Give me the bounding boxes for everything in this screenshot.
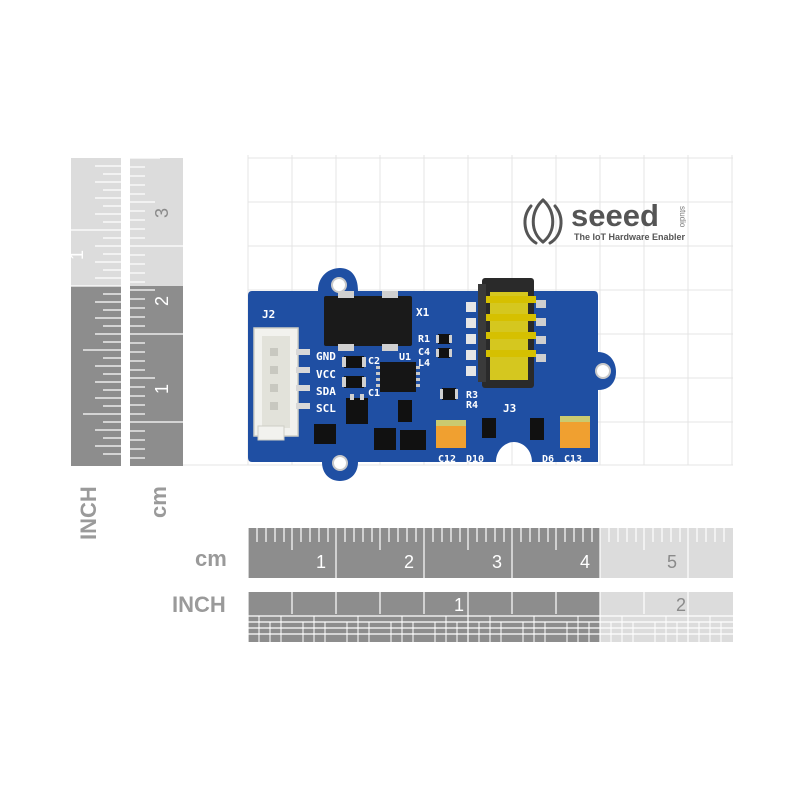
label-r1: R1	[418, 334, 430, 345]
audio-jack-j3	[478, 278, 546, 388]
label-u1: U1	[399, 352, 411, 363]
bottom-unit-cm: cm	[195, 546, 227, 571]
crystal-x1	[324, 291, 412, 351]
pcb-board: J2 GND VCC SDA SCL X1	[248, 268, 616, 481]
label-r4: R4	[466, 400, 478, 411]
capacitor-c12	[436, 420, 466, 448]
grove-connector	[253, 327, 310, 441]
label-gnd: GND	[316, 350, 336, 363]
label-c13: C13	[564, 454, 582, 465]
bottom-cm-number-4: 4	[580, 552, 590, 572]
label-r3: R3	[466, 390, 478, 401]
label-d6: D6	[542, 454, 554, 465]
label-vcc: VCC	[316, 368, 336, 381]
bottom-cm-number-2: 2	[404, 552, 414, 572]
ic-u1	[376, 362, 420, 392]
bottom-cm-number-1: 1	[316, 552, 326, 572]
logo-side-text: studio	[678, 206, 687, 228]
label-scl: SCL	[316, 402, 336, 415]
label-j2: J2	[262, 308, 275, 321]
left-unit-cm: cm	[146, 486, 171, 518]
left-unit-inch: INCH	[76, 486, 101, 540]
logo-brand: seeed	[571, 198, 659, 233]
label-c4: C4	[418, 347, 430, 358]
bottom-ruler: 1 2 3 4 5 cm 1 2 INCH	[172, 528, 733, 642]
mount-hole-right	[595, 363, 611, 379]
seeed-leaf-icon	[523, 198, 563, 245]
bottom-inch-number-2: 2	[676, 595, 686, 615]
left-ruler: 3 2 1 1 INCH cm	[67, 157, 183, 540]
label-c12: C12	[438, 454, 456, 465]
seeed-logo: seeed studio The IoT Hardware Enabler	[523, 198, 687, 245]
passive-components	[314, 334, 544, 450]
left-cm-number-1: 1	[152, 384, 172, 394]
label-sda: SDA	[316, 385, 336, 398]
jack-pads	[466, 302, 476, 376]
label-c2: C2	[368, 356, 380, 367]
label-c1: C1	[368, 388, 380, 399]
label-x1: X1	[416, 306, 430, 319]
label-l4: L4	[418, 358, 430, 369]
label-j3: J3	[503, 402, 516, 415]
left-cm-number-2: 2	[152, 296, 172, 306]
bottom-cm-number-5: 5	[667, 552, 677, 572]
bottom-cm-number-3: 3	[492, 552, 502, 572]
left-cm-number-3: 3	[152, 208, 172, 218]
left-inch-number-1: 1	[67, 250, 87, 260]
bottom-inch-number-1: 1	[454, 595, 464, 615]
pcb-outline	[248, 268, 616, 481]
logo-tagline: The IoT Hardware Enabler	[574, 232, 686, 242]
capacitor-c13	[560, 416, 590, 448]
bottom-unit-inch: INCH	[172, 592, 226, 617]
mount-hole-top	[331, 277, 347, 293]
mount-hole-bottom	[332, 455, 348, 471]
label-d10: D10	[466, 454, 484, 465]
